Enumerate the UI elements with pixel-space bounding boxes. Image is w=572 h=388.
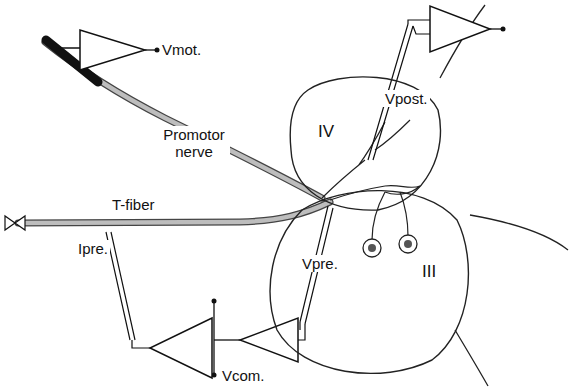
amplifier-wire bbox=[408, 20, 430, 34]
neuron-soma bbox=[399, 235, 417, 253]
amplifier-symbol bbox=[80, 30, 145, 70]
neuron-soma bbox=[363, 239, 381, 257]
terminal-dot bbox=[212, 299, 217, 304]
output-terminal bbox=[501, 27, 506, 32]
output-wire bbox=[145, 49, 156, 50]
signal-label: Vmot. bbox=[160, 41, 203, 58]
ganglion-number: IV bbox=[318, 122, 334, 142]
command-wire bbox=[213, 300, 214, 374]
connective-outline bbox=[470, 215, 568, 250]
ganglion-border bbox=[290, 77, 440, 210]
t-fiber-core bbox=[18, 202, 330, 223]
connective-outline bbox=[455, 330, 488, 386]
amplifier-symbol bbox=[150, 318, 212, 378]
output-terminal bbox=[155, 48, 160, 53]
cut-end-symbol bbox=[5, 216, 25, 230]
neuron-nucleus bbox=[368, 244, 376, 252]
output-wire bbox=[490, 28, 502, 29]
amplifier-symbol bbox=[240, 318, 298, 362]
amplifier-symbol bbox=[430, 6, 490, 52]
signal-label: Vcom. bbox=[220, 367, 267, 384]
signal-label: Promotor nerve bbox=[158, 126, 230, 160]
neuron-nucleus bbox=[404, 240, 412, 248]
signal-label: T-fiber bbox=[110, 196, 157, 213]
amplifier-wire bbox=[132, 340, 150, 348]
nerve-terminal-branches bbox=[322, 120, 410, 200]
signal-label: Vpost. bbox=[383, 90, 430, 107]
amplifier-wire bbox=[214, 339, 240, 340]
microelectrode bbox=[106, 232, 135, 340]
ganglion-outline: III Vpre. bbox=[262, 180, 474, 380]
ganglion-number: III bbox=[422, 262, 436, 282]
ganglion-shape bbox=[262, 180, 474, 380]
t-fiber bbox=[18, 202, 330, 223]
amplifier-wire bbox=[298, 322, 305, 340]
ganglion-border bbox=[270, 191, 468, 374]
signal-label: Ipre. bbox=[76, 240, 110, 257]
signal-label: Vpre. bbox=[300, 255, 340, 272]
amplifier-wire bbox=[48, 40, 80, 48]
ganglion-outline: IV Vpost. bbox=[288, 70, 446, 215]
neuron-axon bbox=[372, 192, 408, 240]
